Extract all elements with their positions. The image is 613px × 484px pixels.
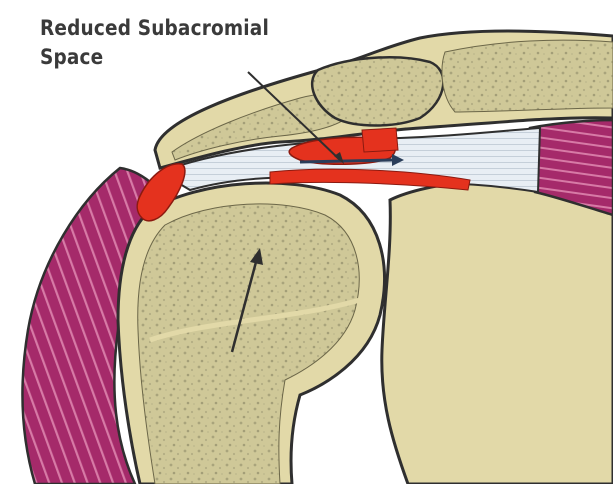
humeral-head-spongy [138,204,359,484]
label-line-2: Space [40,43,269,72]
clavicle-end [312,57,443,125]
clavicle-right [442,40,613,112]
scapula-bone [382,172,613,484]
label-line-1: Reduced Subacromial [40,14,269,43]
tendon-motion-arrow [300,160,392,162]
reduced-subacromial-space-label: Reduced Subacromial Space [40,14,269,72]
bursa-contact-point [362,128,398,152]
